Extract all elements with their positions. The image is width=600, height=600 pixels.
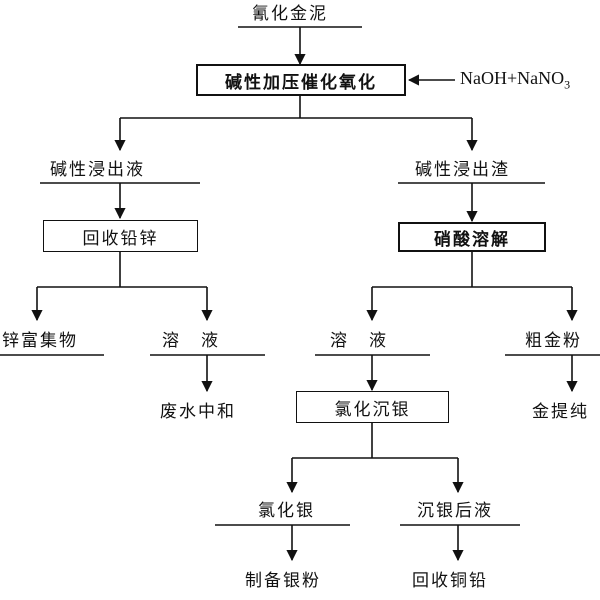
- node-agcl: 氯化银: [258, 501, 315, 521]
- node-gold-purify: 金提纯: [532, 402, 589, 422]
- node-solution-left: 溶液: [162, 331, 240, 351]
- node-silver-powder: 制备银粉: [245, 571, 321, 591]
- node-post-ag-liquid: 沉银后液: [417, 501, 493, 521]
- node-reagent: NaOH+NaNO3: [460, 68, 570, 95]
- node-zn-concentrate: 锌富集物: [2, 331, 78, 351]
- node-agcl-precip: 氯化沉银: [296, 391, 449, 423]
- node-alk-residue: 碱性浸出渣: [415, 160, 510, 180]
- reagent-subscript: 3: [564, 77, 571, 92]
- node-solution-mid: 溶液: [330, 331, 408, 351]
- node-crude-gold: 粗金粉: [525, 331, 582, 351]
- node-recover-cupb: 回收铜铅: [412, 571, 488, 591]
- node-nitric-dissolve: 硝酸溶解: [398, 222, 546, 252]
- node-wastewater: 废水中和: [160, 402, 236, 422]
- reagent-formula: NaOH+NaNO: [460, 68, 565, 88]
- node-oxidation: 碱性加压催化氧化: [196, 64, 406, 96]
- node-recover-pbzn: 回收铅锌: [43, 220, 198, 252]
- node-alk-leachate: 碱性浸出液: [50, 160, 145, 180]
- node-start: 氰化金泥: [252, 4, 328, 24]
